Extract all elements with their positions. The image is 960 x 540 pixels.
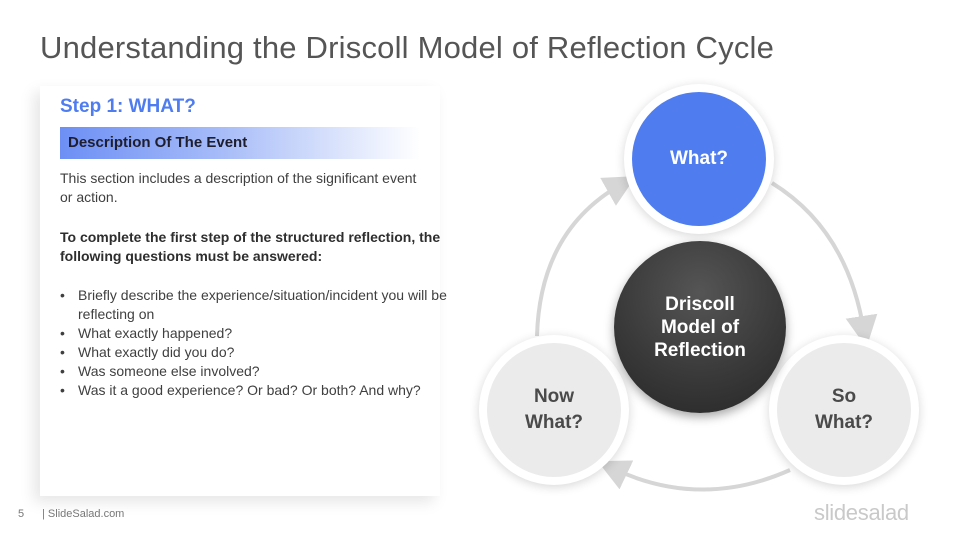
slide-title: Understanding the Driscoll Model of Refl… (40, 30, 775, 65)
driscoll-model-center: Driscoll Model of Reflection (614, 241, 786, 413)
what-node: What? (632, 92, 766, 226)
section-band-label: Description Of The Event (68, 134, 248, 151)
now-what-label-line: What? (524, 412, 584, 433)
list-item-text: What exactly happened? (78, 325, 233, 341)
arrow-top-to-right (770, 181, 878, 348)
so-what-label-line: So (831, 386, 857, 407)
step-title: Step 1: WHAT? (60, 96, 196, 117)
now-what-label-line: Now (533, 386, 575, 407)
what-node-label: What? (669, 148, 729, 169)
list-item-text: Briefly describe the experience/situatio… (78, 287, 447, 322)
center-label-line: Reflection (654, 339, 746, 361)
so-what-node: So What? (777, 343, 911, 477)
bullet-icon: • (60, 344, 65, 360)
step-panel: Step 1: WHAT? Description Of The Event T… (40, 86, 447, 496)
page-number: 5 (18, 508, 25, 520)
section-description: This section includes a description of t… (60, 170, 417, 205)
bullet-icon: • (60, 325, 65, 341)
so-what-label-line: What? (814, 412, 874, 433)
slidesalad-logo: slidesalad (814, 500, 909, 525)
list-item-text: Was someone else involved? (78, 363, 260, 379)
instruction-text: To complete the first step of the struct… (60, 229, 441, 264)
list-item: • Was someone else involved? (60, 362, 450, 381)
bullet-icon: • (60, 382, 65, 398)
arrow-left-to-top (535, 176, 636, 337)
list-item-text: What exactly did you do? (78, 344, 235, 360)
arrow-right-to-left (597, 460, 791, 492)
center-label-line: Model of (660, 316, 740, 338)
list-item: • What exactly did you do? (60, 343, 450, 362)
bullet-icon: • (60, 287, 65, 303)
list-item-text: Was it a good experience? Or bad? Or bot… (78, 382, 421, 398)
center-label-line: Driscoll (665, 293, 735, 315)
list-item: • What exactly happened? (60, 324, 450, 343)
footer-site-link[interactable]: | SlideSalad.com (42, 508, 125, 520)
section-band: Description Of The Event (60, 127, 420, 159)
list-item: • Was it a good experience? Or bad? Or bo… (60, 381, 450, 400)
list-item: • Briefly describe the experience/situati… (60, 286, 450, 324)
now-what-node: Now What? (487, 343, 621, 477)
bullet-icon: • (60, 363, 65, 379)
question-list: • Briefly describe the experience/situati… (60, 286, 450, 400)
